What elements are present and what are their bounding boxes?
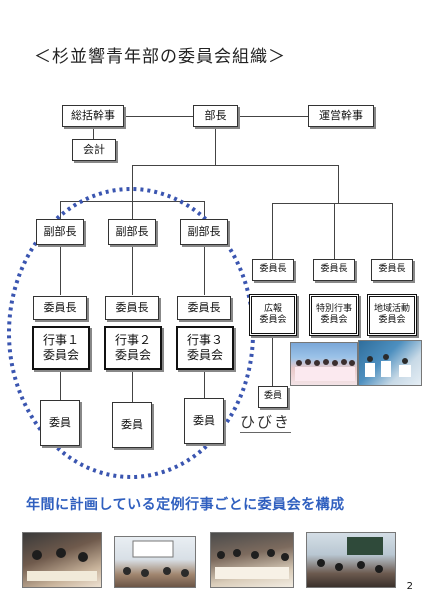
connector	[334, 203, 335, 259]
unei-label: 運営幹事	[319, 109, 363, 123]
iincho-label: 委員長	[378, 264, 406, 275]
connector	[60, 201, 61, 219]
committee-box: 地域活動委員会	[367, 294, 417, 336]
fukubucho-box: 副部長	[180, 219, 228, 245]
fukubucho-label: 副部長	[187, 225, 221, 239]
sokatsu-label: 総括幹事	[71, 109, 115, 123]
iincho-box: 委員長	[313, 259, 355, 281]
iincho-box: 委員長	[177, 296, 231, 320]
bucho-box: 部長	[193, 105, 238, 127]
committee-suffix: 委員会	[378, 315, 406, 325]
event-photo	[210, 532, 294, 588]
connector	[238, 116, 308, 117]
iin-box: 委員	[258, 386, 288, 408]
connector	[272, 203, 392, 204]
iincho-box: 委員長	[33, 296, 87, 320]
iincho-box: 委員長	[252, 259, 294, 281]
kaikei-box: 会計	[72, 139, 116, 161]
bucho-label: 部長	[204, 109, 227, 123]
committee-box: 特別行事委員会	[309, 294, 359, 336]
connector	[93, 127, 94, 139]
connector	[338, 165, 339, 203]
iincho-label: 委員長	[43, 301, 77, 315]
sokatsu-box: 総括幹事	[62, 105, 124, 127]
committee-suffix: 委員会	[259, 315, 287, 325]
iincho-label: 委員長	[115, 301, 149, 315]
page-title: ＜杉並響青年部の委員会組織＞	[34, 47, 286, 67]
connector	[132, 165, 133, 201]
committee-name: 広報	[263, 303, 282, 314]
iin-label: 委員	[49, 416, 71, 430]
iin-label: 委員	[193, 414, 215, 428]
fukubucho-box: 副部長	[36, 219, 84, 245]
committee-suffix: 委員会	[186, 348, 223, 362]
connector	[392, 203, 393, 259]
connector	[60, 370, 61, 400]
iincho-box: 委員長	[371, 259, 413, 281]
iincho-box: 委員長	[105, 296, 159, 320]
fukubucho-box: 副部長	[108, 219, 156, 245]
hibiki-label: ひびき	[240, 413, 292, 433]
committee-suffix: 委員会	[42, 348, 79, 362]
connector	[215, 127, 216, 165]
group-photo	[290, 342, 358, 386]
kaikei-label: 会計	[83, 143, 105, 157]
connector	[132, 165, 338, 166]
connector	[132, 370, 133, 402]
connector	[204, 245, 205, 295]
committee-name: 行事１	[42, 333, 79, 347]
committee-suffix: 委員会	[114, 348, 151, 362]
iin-label: 委員	[263, 391, 282, 402]
iincho-label: 委員長	[187, 301, 221, 315]
committee-name: 特別行事	[315, 303, 352, 314]
footer-caption: 年間に計画している定例行事ごとに委員会を構成	[26, 497, 345, 513]
connector	[272, 203, 273, 259]
event-photo	[22, 532, 102, 588]
connector	[60, 245, 61, 295]
event-photo	[114, 536, 196, 588]
unei-box: 運営幹事	[308, 105, 374, 127]
iin-box: 委員	[184, 398, 224, 444]
iin-label: 委員	[121, 418, 143, 432]
fukubucho-label: 副部長	[43, 225, 77, 239]
committee-suffix: 委員会	[320, 315, 348, 325]
committee-name: 地域活動	[373, 303, 410, 314]
iin-box: 委員	[40, 400, 80, 446]
event-photo	[306, 532, 396, 588]
activity-photo	[358, 340, 422, 386]
committee-box: 広報委員会	[249, 294, 297, 336]
committee-name: 行事２	[114, 333, 151, 347]
iincho-label: 委員長	[320, 264, 348, 275]
iin-box: 委員	[112, 402, 152, 448]
committee-name: 行事３	[186, 333, 223, 347]
fukubucho-label: 副部長	[115, 225, 149, 239]
connector	[132, 245, 133, 295]
connector	[204, 370, 205, 398]
iincho-label: 委員長	[259, 264, 287, 275]
connector	[122, 116, 194, 117]
connector	[272, 336, 273, 386]
connector	[132, 201, 133, 219]
connector	[204, 201, 205, 219]
page-number: 2	[406, 581, 413, 592]
